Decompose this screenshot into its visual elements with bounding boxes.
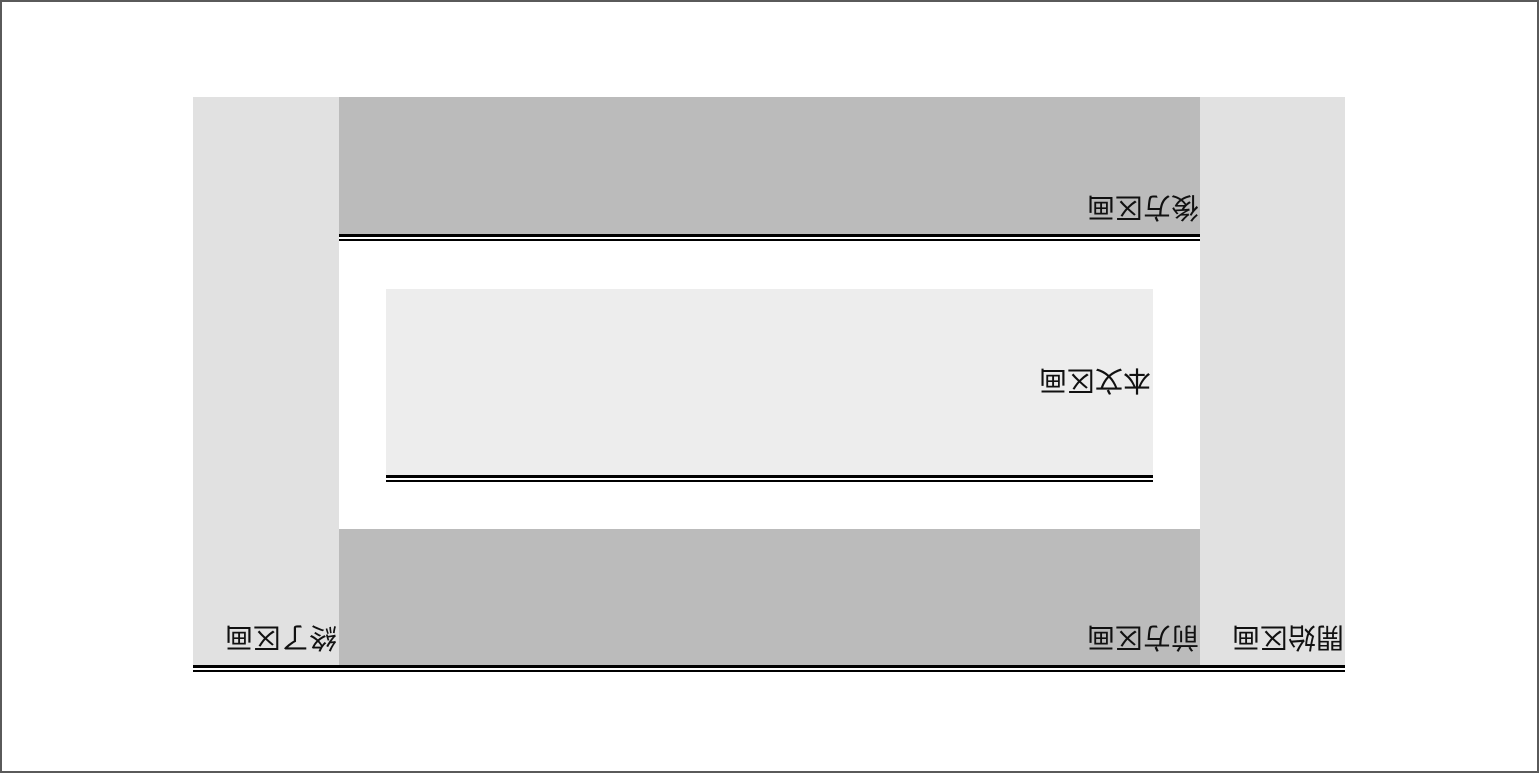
body-double-line-bottom	[386, 480, 1153, 482]
region-after	[339, 97, 1200, 234]
label-after: 後方区画	[1086, 191, 1199, 224]
outer-double-line-top	[193, 665, 1345, 668]
region-start	[1200, 97, 1345, 667]
label-body: 本文区画	[1038, 364, 1151, 397]
region-end	[193, 97, 339, 667]
region-before	[339, 529, 1200, 665]
after-double-line-bottom	[339, 239, 1200, 241]
region-body	[386, 289, 1153, 475]
label-start: 開始区画	[1231, 621, 1344, 654]
outer-double-line-bottom	[193, 670, 1345, 672]
label-end: 終了区画	[224, 621, 337, 654]
after-double-line-top	[339, 234, 1200, 237]
body-double-line-top	[386, 475, 1153, 478]
label-before: 前方区画	[1086, 621, 1199, 654]
